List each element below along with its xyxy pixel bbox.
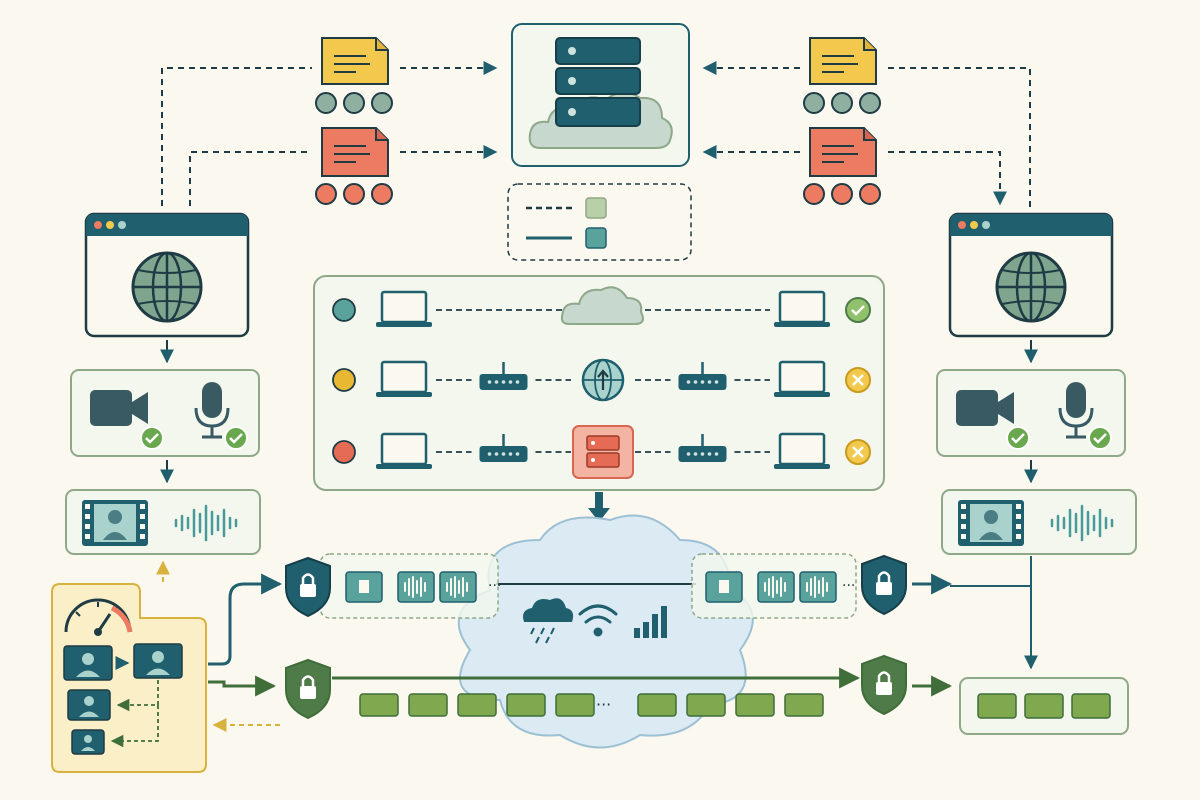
check-icon <box>1088 426 1112 450</box>
lock-shield-green-left <box>285 658 331 720</box>
srtp-packets-left <box>319 553 499 619</box>
srtp-ellipsis-right: ··· <box>842 578 855 594</box>
legend <box>507 183 692 261</box>
camera-icon <box>956 390 1014 426</box>
legend-teal-swatch <box>585 227 607 249</box>
bandwidth-gauge-icon <box>64 598 133 636</box>
data-chunk <box>735 693 775 717</box>
audio-packet <box>757 571 795 603</box>
audio-wave-icon <box>1050 504 1114 542</box>
router-icon <box>479 434 528 462</box>
encoder-panel <box>51 583 207 773</box>
status-dot <box>332 298 356 322</box>
microphone-icon <box>1058 382 1094 439</box>
check-icon <box>1006 426 1030 450</box>
browser-window-left <box>84 212 250 338</box>
video-tile-large <box>63 645 113 681</box>
router-icon <box>678 362 727 390</box>
laptop-icon <box>774 290 830 327</box>
network-row <box>332 286 871 327</box>
laptop-icon <box>774 432 830 469</box>
laptop-icon <box>376 360 432 397</box>
cloud-icon <box>560 286 644 325</box>
audio-packet <box>799 571 837 603</box>
media-stream-right <box>941 489 1137 555</box>
offer-document-left <box>315 37 393 114</box>
video-frame-icon <box>82 500 148 546</box>
network-rows <box>332 286 871 479</box>
audio-packet <box>397 571 435 603</box>
video-tile-medium <box>67 689 111 721</box>
lock-shield-green-right <box>861 654 907 716</box>
lock-shield-teal-right <box>861 554 907 616</box>
video-tile-output <box>133 643 183 679</box>
down-arrow <box>588 492 610 522</box>
audio-packet <box>439 571 477 603</box>
laptop-icon <box>376 290 432 327</box>
data-chunk <box>637 693 677 717</box>
media-flow-arrows <box>208 556 1038 670</box>
server-stack-icon <box>555 37 641 127</box>
cross-icon <box>845 439 871 465</box>
data-chunk <box>686 693 726 717</box>
receiver-data-panel <box>959 677 1129 735</box>
received-chunk <box>977 693 1017 719</box>
router-icon <box>678 434 727 462</box>
data-chunk <box>784 693 824 717</box>
srtp-packets-right <box>691 553 857 619</box>
laptop-icon <box>774 360 830 397</box>
data-channel-flow <box>208 667 953 697</box>
answer-document-right <box>803 37 881 114</box>
video-packet <box>705 571 743 603</box>
data-chunks-ellipsis: ··· <box>596 695 611 714</box>
network-row <box>332 358 871 402</box>
data-chunk <box>408 693 448 717</box>
data-chunk <box>555 693 595 717</box>
srtp-ellipsis-left: ··· <box>488 578 501 594</box>
globe-icon <box>995 251 1067 323</box>
video-frame-icon <box>958 500 1024 546</box>
globe-icon <box>131 251 203 323</box>
signaling-connectors <box>161 61 1031 208</box>
ice-candidate-document-right <box>803 127 881 205</box>
signal-bars-icon <box>634 606 667 638</box>
data-chunks <box>359 693 824 717</box>
data-chunk <box>506 693 546 717</box>
video-tile-small <box>71 729 105 755</box>
audio-wave-icon <box>174 504 238 542</box>
network-row <box>332 425 871 479</box>
camera-icon <box>90 390 148 426</box>
check-icon <box>224 426 248 450</box>
ice-candidate-document-left <box>315 127 393 205</box>
video-packet <box>345 571 383 603</box>
check-icon <box>845 297 871 323</box>
legend-light-swatch <box>585 197 607 219</box>
status-dot <box>332 368 356 392</box>
firewall-icon <box>572 425 634 479</box>
microphone-icon <box>194 382 230 439</box>
signaling-server <box>511 23 690 167</box>
media-devices-right <box>936 369 1126 457</box>
laptop-icon <box>376 432 432 469</box>
router-icon <box>479 362 528 390</box>
globe-icon <box>581 358 625 402</box>
media-devices-left <box>70 369 260 457</box>
weather-icon <box>523 598 574 644</box>
data-chunk <box>457 693 497 717</box>
status-dot <box>332 440 356 464</box>
data-chunk <box>359 693 399 717</box>
browser-window-right <box>948 212 1114 338</box>
check-icon <box>140 426 164 450</box>
received-chunk <box>1024 693 1064 719</box>
feedback-arrows <box>156 560 280 732</box>
lock-shield-teal-left <box>285 556 331 618</box>
wifi-icon <box>578 604 618 637</box>
media-stream-left <box>65 489 261 555</box>
cross-icon <box>845 367 871 393</box>
received-chunk <box>1071 693 1111 719</box>
